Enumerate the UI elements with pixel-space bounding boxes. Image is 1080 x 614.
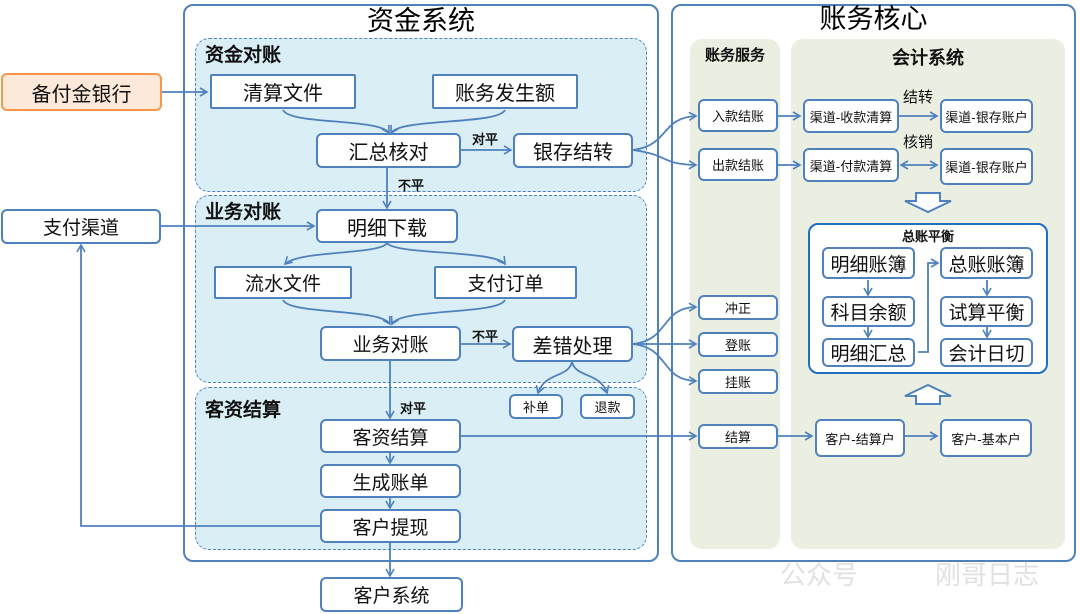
detail-download-node[interactable]: 明细下载	[316, 209, 458, 243]
channel-payment-clearing-node[interactable]: 渠道-付款清算	[803, 148, 899, 182]
customer-basic-account-node[interactable]: 客户-基本户	[940, 419, 1032, 457]
customer-settlement-title: 客资结算	[205, 399, 282, 421]
customer-settlement-account-node[interactable]: 客户-结算户	[815, 419, 905, 457]
subject-balance-node[interactable]: 科目余额	[822, 296, 915, 327]
fund-reconciliation-title: 资金对账	[205, 44, 282, 66]
accounting-system-title: 会计系统	[892, 48, 964, 69]
unbalanced-label-1: 不平	[398, 179, 425, 194]
balanced-label-1: 对平	[472, 133, 499, 148]
suspense-node[interactable]: 挂账	[698, 369, 778, 394]
unbalanced-label-2: 不平	[472, 330, 499, 345]
reserve-bank-node[interactable]: 备付金银行	[1, 73, 162, 111]
posting-node[interactable]: 登账	[698, 332, 778, 357]
reversal-node[interactable]: 冲正	[698, 295, 778, 320]
generate-bill-node[interactable]: 生成账单	[320, 464, 461, 498]
payment-order-node[interactable]: 支付订单	[434, 266, 577, 299]
detail-ledger-node[interactable]: 明细账簿	[822, 247, 915, 279]
channel-bank-account-node-1[interactable]: 渠道-银存账户	[940, 99, 1033, 133]
business-check-node[interactable]: 业务对账	[320, 326, 461, 361]
write-off-label: 核销	[903, 133, 934, 151]
payment-channel-node[interactable]: 支付渠道	[1, 209, 161, 244]
accounting-core-title: 账务核心	[819, 4, 928, 35]
detail-summary-node[interactable]: 明细汇总	[822, 338, 915, 367]
carry-forward-label: 结转	[903, 88, 934, 106]
supplement-order-node[interactable]: 补单	[509, 394, 563, 419]
balanced-label-2: 对平	[400, 402, 427, 417]
accounting-amount-node[interactable]: 账务发生额	[432, 74, 578, 109]
accounting-day-cut-node[interactable]: 会计日切	[940, 338, 1033, 367]
fund-reconciliation-group: 资金对账	[195, 38, 647, 192]
channel-bank-account-node-2[interactable]: 渠道-银存账户	[940, 148, 1033, 185]
customer-system-node[interactable]: 客户系统	[320, 577, 463, 612]
bank-deposit-transfer-node[interactable]: 银存结转	[513, 133, 633, 168]
clearing-file-node[interactable]: 清算文件	[210, 74, 356, 109]
accounting-service-title: 账务服务	[704, 46, 765, 64]
customer-settlement-node[interactable]: 客资结算	[320, 419, 461, 453]
watermark-right: 刚哥日志	[935, 561, 1040, 591]
inbound-settle-node[interactable]: 入款结账	[698, 99, 778, 132]
business-reconciliation-title: 业务对账	[205, 201, 282, 223]
general-ledger-node[interactable]: 总账账簿	[940, 247, 1033, 279]
summary-check-node[interactable]: 汇总核对	[316, 133, 461, 168]
error-handling-node[interactable]: 差错处理	[512, 326, 633, 362]
general-ledger-balance-title: 总账平衡	[901, 230, 954, 245]
funds-system-title: 资金系统	[367, 6, 475, 37]
flow-file-node[interactable]: 流水文件	[214, 266, 352, 299]
customer-withdrawal-node[interactable]: 客户提现	[320, 509, 461, 543]
refund-node[interactable]: 退款	[580, 394, 635, 419]
trial-balance-node[interactable]: 试算平衡	[940, 296, 1033, 327]
outbound-settle-node[interactable]: 出款结账	[698, 148, 778, 181]
watermark-left: 公众号	[780, 561, 859, 591]
settlement-service-node[interactable]: 结算	[698, 424, 778, 449]
channel-receipt-clearing-node[interactable]: 渠道-收款清算	[803, 99, 899, 133]
